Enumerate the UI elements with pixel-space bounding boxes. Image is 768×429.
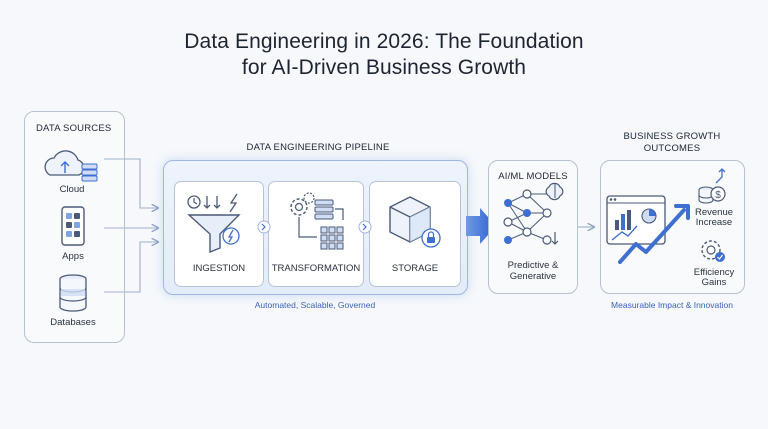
page-title-line1: Data Engineering in 2026: The Foundation [184,30,584,53]
outcomes-panel [600,160,745,294]
outcomes-caption: Measurable Impact & Innovation [611,300,733,310]
stage-transformation: TRANSFORMATION [268,181,364,287]
ai-models-panel [488,160,578,294]
stage-ingestion-label: INGESTION [192,263,246,274]
outcome-revenue-line2: Increase [695,217,733,228]
pipeline-caption: Automated, Scalable, Governed [254,300,376,310]
svg-text:$: $ [715,190,721,201]
ai-models-line1: Predictive & [507,260,559,271]
outcome-efficiency-line2: Gains [701,277,727,288]
outcomes-header-line2: OUTCOMES [643,143,701,154]
stage-transformation-label: TRANSFORMATION [271,263,361,274]
stage-storage-label: STORAGE [391,263,439,274]
source-apps-label: Apps [62,251,84,262]
stage-ingestion: INGESTION [174,181,264,287]
cube-lock-icon [389,196,441,248]
outcomes-header-line1: BUSINESS GROWTH [623,131,721,142]
ai-models-header: AI/ML MODELS [498,171,568,182]
source-databases-label: Databases [50,317,96,328]
source-cloud-label: Cloud [59,184,85,195]
outcome-efficiency-line1: Efficiency [693,267,735,278]
pipeline-header: DATA ENGINEERING PIPELINE [246,142,390,153]
funnel-icon [187,193,241,254]
stage-storage: STORAGE [369,181,461,287]
data-sources-header: DATA SOURCES [36,123,112,134]
page-title-line2: for AI-Driven Business Growth [241,56,527,79]
outcome-revenue-line1: Revenue [694,207,734,218]
gears-grid-icon [290,192,344,250]
ai-models-line2: Generative [509,271,557,282]
